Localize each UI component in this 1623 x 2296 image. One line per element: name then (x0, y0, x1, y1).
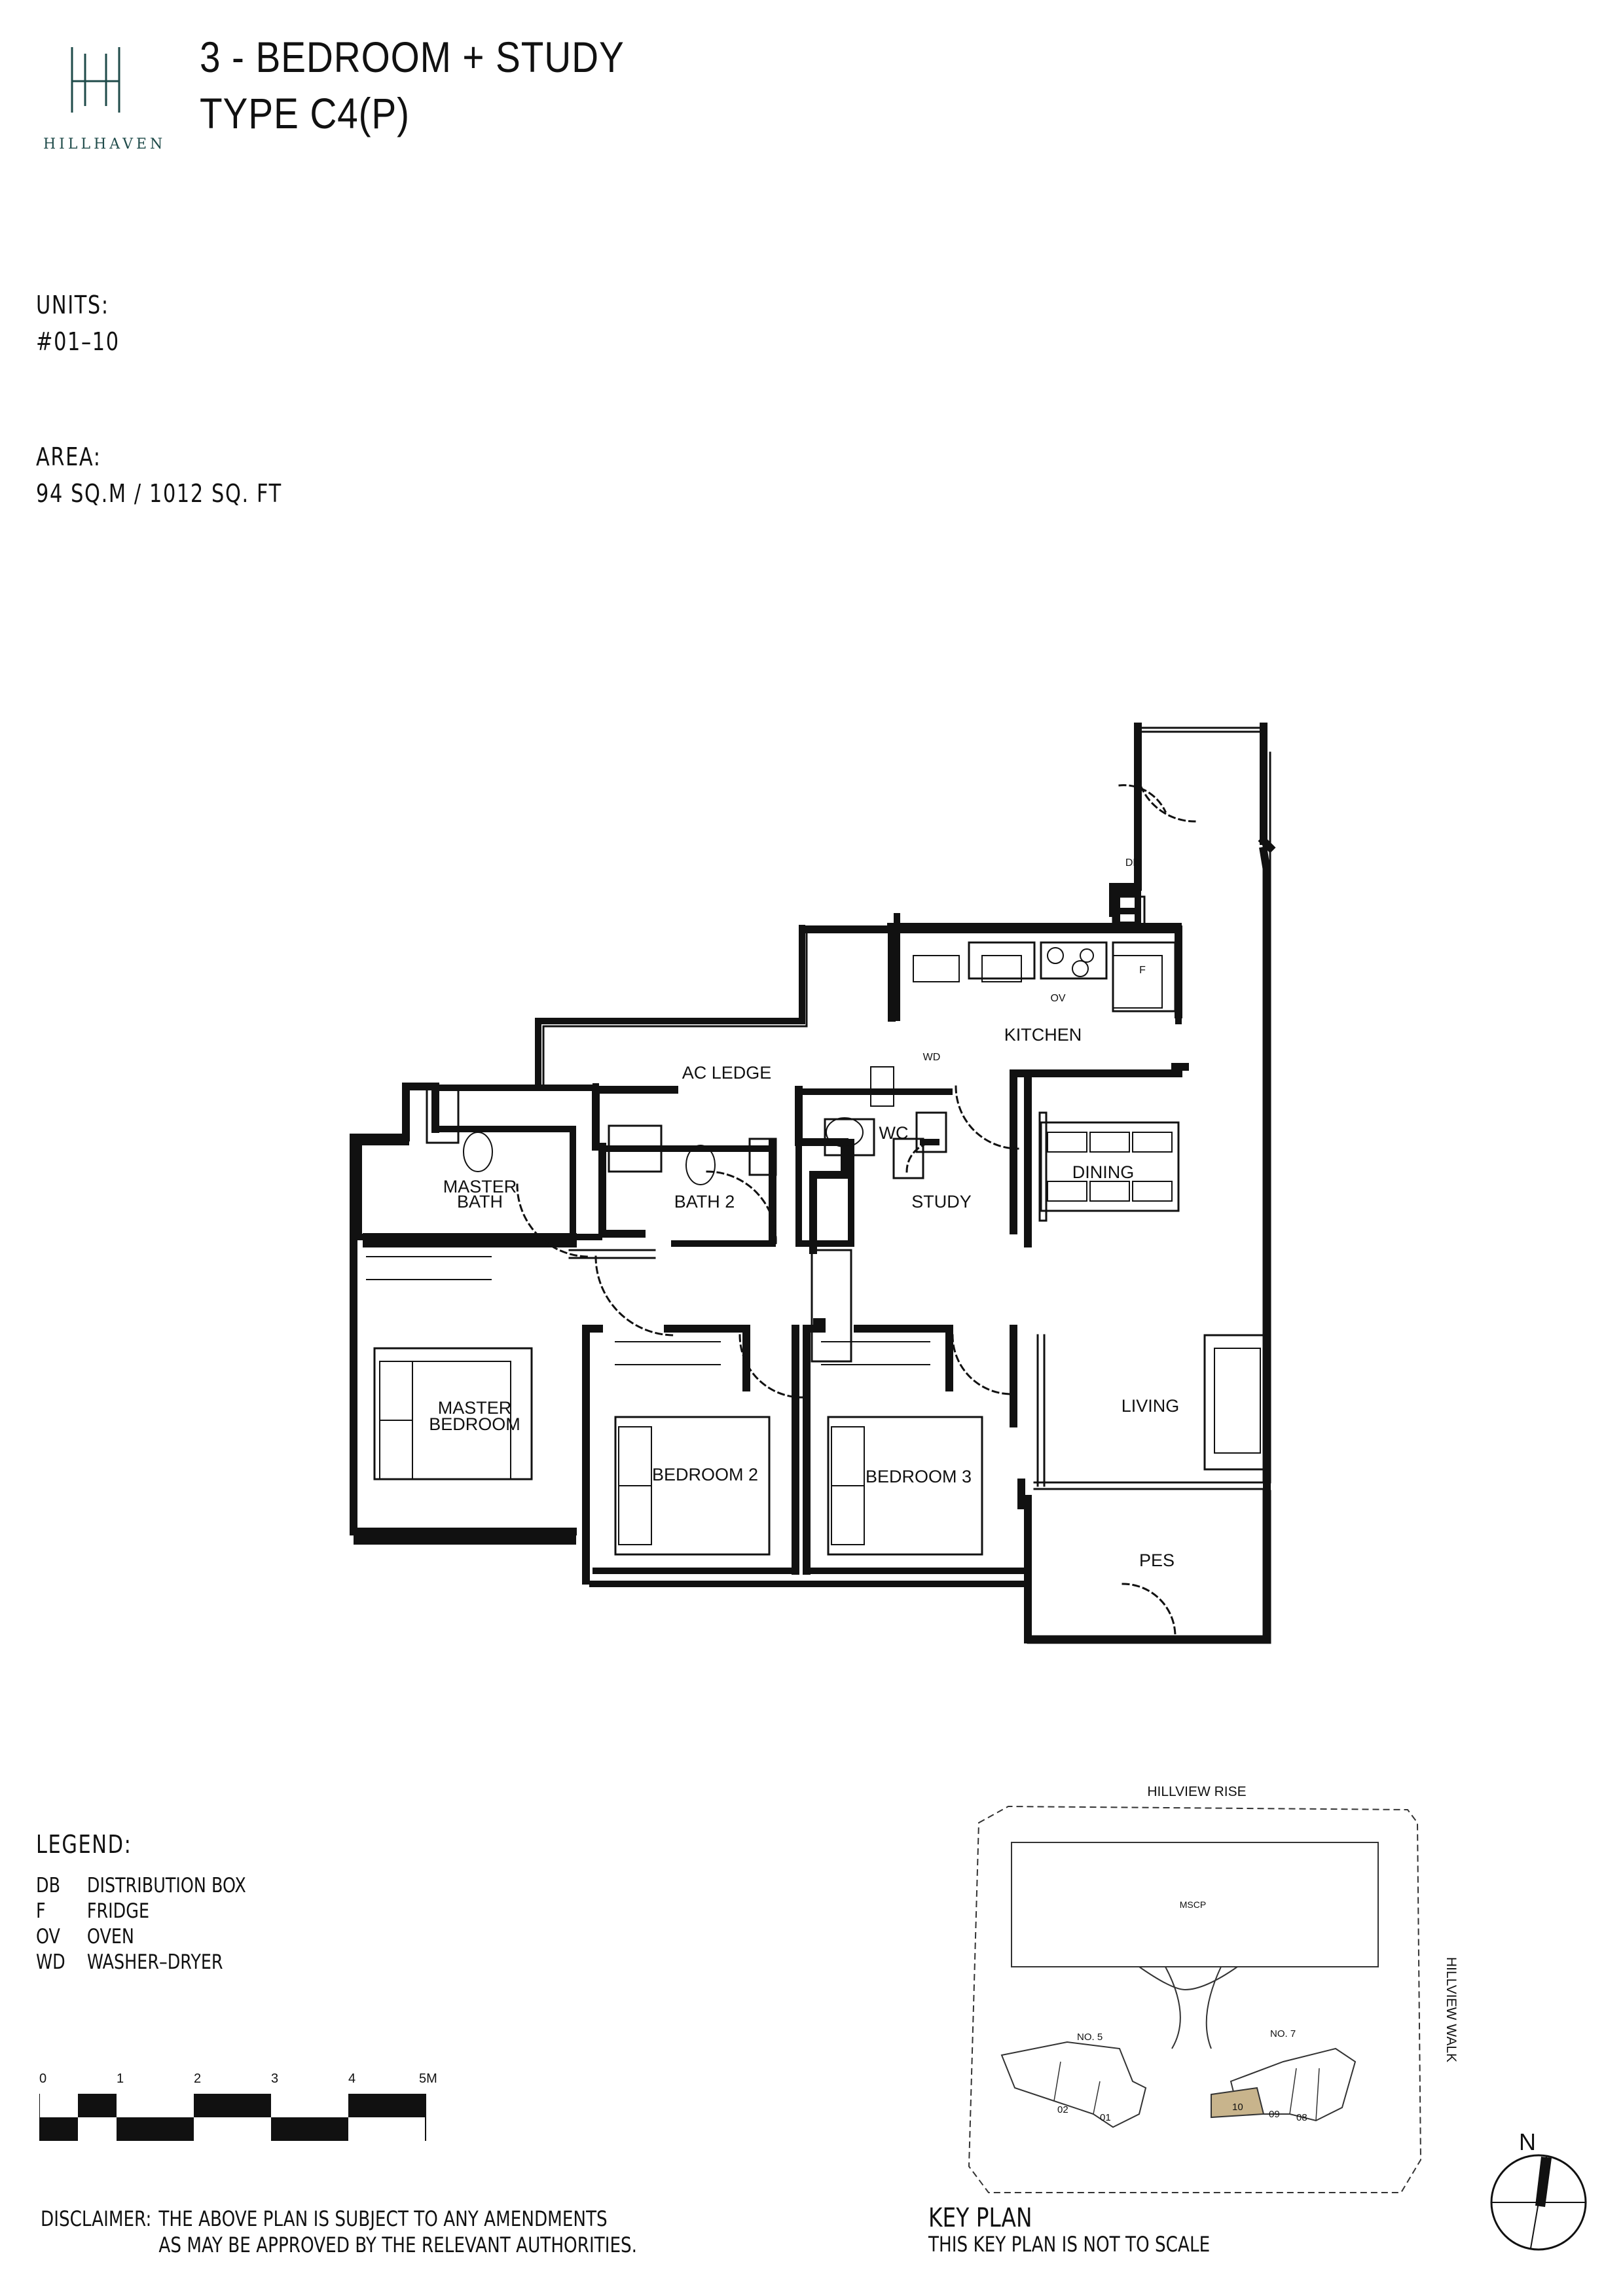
scale-tick: 5M (419, 2072, 437, 2086)
disclaimer-line2: AS MAY BE APPROVED BY THE RELEVANT AUTHO… (158, 2233, 638, 2257)
label-master-bath-2: BATH (457, 1192, 503, 1211)
units-value: #01–10 (36, 327, 120, 356)
area-label: AREA: (36, 442, 101, 471)
scale-tick: 2 (194, 2072, 202, 2086)
disclaimer: DISCLAIMER: THE ABOVE PLAN IS SUBJECT TO… (41, 2206, 637, 2258)
key-plan: HILLVIEW RISE MSCP NO. 5 NO. 7 02 01 10 … (968, 1784, 1459, 2193)
label-ac-ledge: AC LEDGE (682, 1063, 772, 1083)
legend-title: LEGEND: (36, 1830, 132, 1859)
key-unit: 09 (1269, 2109, 1280, 2120)
label-master-bedroom-2: BEDROOM (429, 1414, 520, 1434)
legend: LEGEND: (36, 1826, 156, 1872)
scale-tick: 0 (39, 2072, 47, 2086)
disclaimer-line1: THE ABOVE PLAN IS SUBJECT TO ANY AMENDME… (158, 2206, 608, 2231)
label-ov: OV (1050, 993, 1065, 1004)
units-label: UNITS: (36, 291, 109, 319)
label-block-7: NO. 7 (1270, 2028, 1296, 2039)
label-kitchen: KITCHEN (1004, 1025, 1082, 1045)
label-wc: WC (879, 1123, 909, 1143)
key-unit: 08 (1296, 2112, 1307, 2123)
scale-tick: 1 (117, 2072, 124, 2086)
label-living: LIVING (1122, 1396, 1180, 1416)
label-bath2: BATH 2 (674, 1192, 735, 1211)
scale-tick: 4 (348, 2072, 356, 2086)
label-block-5: NO. 5 (1077, 2032, 1103, 2043)
label-master-bath-1: MASTER (443, 1177, 517, 1196)
logo: HILLHAVEN (38, 41, 162, 158)
key-unit: 01 (1100, 2112, 1111, 2123)
label-pes: PES (1139, 1551, 1175, 1570)
label-wd: WD (923, 1052, 941, 1063)
north-arrow: N (1490, 2128, 1587, 2251)
scale-bar-graphic (39, 2094, 426, 2141)
scale-bar: 0 1 2 3 4 5M (39, 2072, 445, 2157)
label-bedroom2: BEDROOM 2 (652, 1465, 758, 1484)
highlight-unit-10 (1211, 2087, 1265, 2119)
logo-wordmark: HILLHAVEN (43, 136, 166, 152)
unit-type: TYPE C4(P) (200, 89, 410, 137)
area-value: 94 SQ.M / 1012 SQ. FT (36, 479, 282, 508)
label-f: F (1139, 965, 1146, 976)
road-hillview-rise: HILLVIEW RISE (1147, 1784, 1246, 1799)
label-db: DB (1125, 857, 1140, 869)
north-label: N (1519, 2128, 1536, 2155)
key-plan-note: THIS KEY PLAN IS NOT TO SCALE (928, 2232, 1211, 2257)
key-plan-title: KEY PLAN (928, 2203, 1032, 2233)
hillhaven-logo-mark (71, 47, 120, 113)
key-unit: 02 (1057, 2104, 1068, 2115)
road-hillview-walk: HILLVIEW WALK (1444, 1957, 1459, 2062)
key-unit: 10 (1232, 2102, 1243, 2113)
page-title: 3 - BEDROOM + STUDY (200, 33, 625, 81)
scale-tick: 3 (271, 2072, 279, 2086)
label-dining: DINING (1072, 1162, 1135, 1182)
label-study: STUDY (911, 1192, 972, 1211)
label-bedroom3: BEDROOM 3 (866, 1467, 972, 1486)
label-mscp: MSCP (1180, 1899, 1206, 1910)
label-master-bedroom-1: MASTER (438, 1398, 512, 1418)
disclaimer-label: DISCLAIMER: (41, 2206, 152, 2231)
